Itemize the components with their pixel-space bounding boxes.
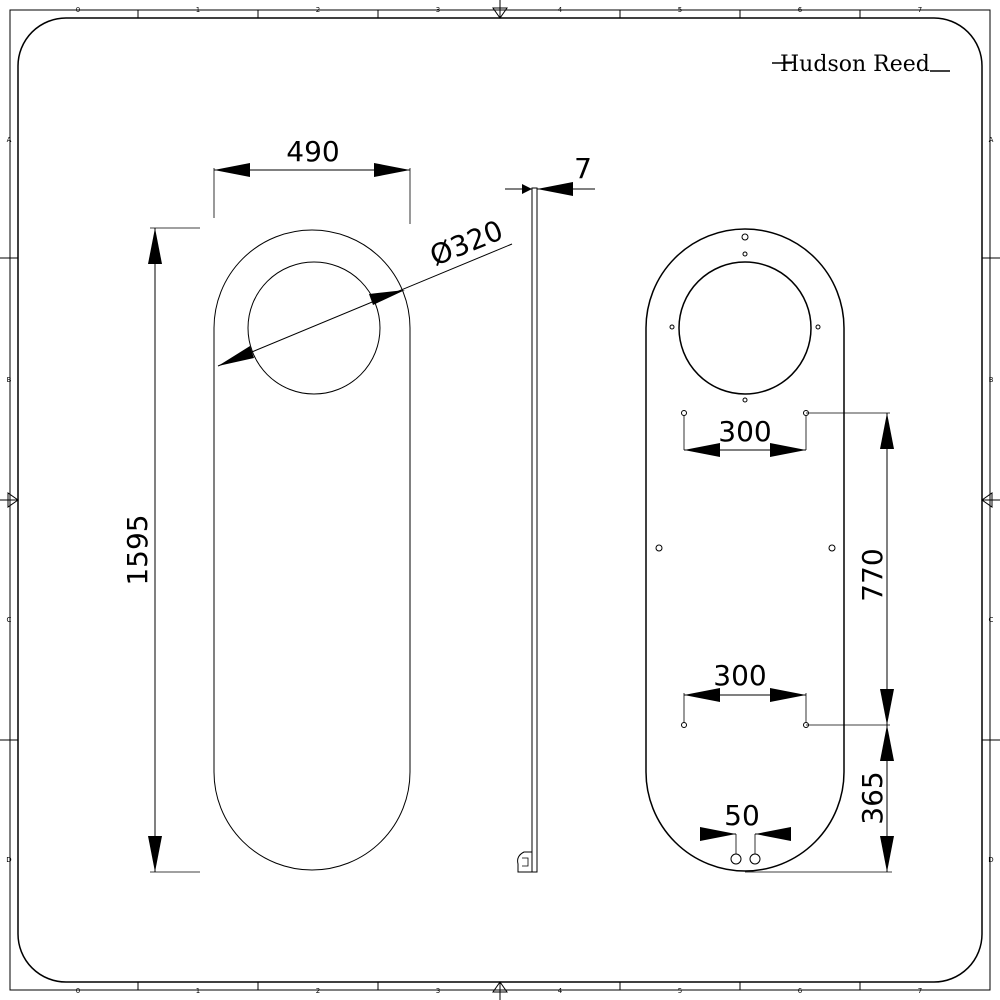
col-label-bottom: 7 xyxy=(918,987,922,995)
rear-view: 300 300 770 365 50 xyxy=(645,228,894,873)
col-label-top: 4 xyxy=(558,6,563,14)
col-label-bottom: 1 xyxy=(196,987,200,995)
center-mark-right xyxy=(981,492,1000,508)
col-label-top: 0 xyxy=(76,6,80,14)
row-label-left: A xyxy=(7,136,12,144)
pipe-hole xyxy=(247,261,381,395)
width-dimension: 490 xyxy=(286,135,339,168)
brand-logo: Hudson Reed xyxy=(772,52,950,77)
col-label-bottom: 4 xyxy=(558,987,563,995)
pipe-spacing-dimension: 50 xyxy=(724,799,760,832)
col-label-top: 7 xyxy=(918,6,922,14)
row-label-right: A xyxy=(989,136,994,144)
pipe-hole xyxy=(678,261,812,395)
row-label-right: C xyxy=(989,616,994,624)
center-mark-left xyxy=(0,492,19,508)
row-label-right: D xyxy=(988,856,993,864)
thickness-dimension: 7 xyxy=(574,152,592,185)
row-label-left: D xyxy=(6,856,11,864)
vertical-hole-spacing: 770 xyxy=(856,548,889,601)
row-label-right: B xyxy=(989,376,994,384)
center-mark-bottom xyxy=(492,981,508,1000)
bottom-hole-spacing: 300 xyxy=(713,659,766,692)
bottom-offset-dimension: 365 xyxy=(856,771,889,824)
col-label-bottom: 2 xyxy=(316,987,320,995)
top-hole-spacing: 300 xyxy=(718,415,771,448)
side-view: 7 xyxy=(505,152,595,873)
col-label-top: 5 xyxy=(678,6,682,14)
center-mark-top xyxy=(492,0,508,19)
col-label-bottom: 5 xyxy=(678,987,682,995)
height-dimension: 1595 xyxy=(121,514,154,585)
col-label-top: 1 xyxy=(196,6,200,14)
row-label-left: C xyxy=(7,616,12,624)
fixing-holes xyxy=(655,233,836,865)
row-label-left: B xyxy=(7,376,12,384)
diameter-dimension: Ø320 xyxy=(425,214,507,273)
col-label-top: 3 xyxy=(436,6,440,14)
col-label-top: 6 xyxy=(798,6,803,14)
brand-name: Hudson Reed xyxy=(780,52,930,77)
front-view: 490 1595 Ø320 xyxy=(121,135,513,873)
col-label-top: 2 xyxy=(316,6,320,14)
col-label-bottom: 6 xyxy=(798,987,803,995)
col-label-bottom: 0 xyxy=(76,987,80,995)
col-label-bottom: 3 xyxy=(436,987,440,995)
